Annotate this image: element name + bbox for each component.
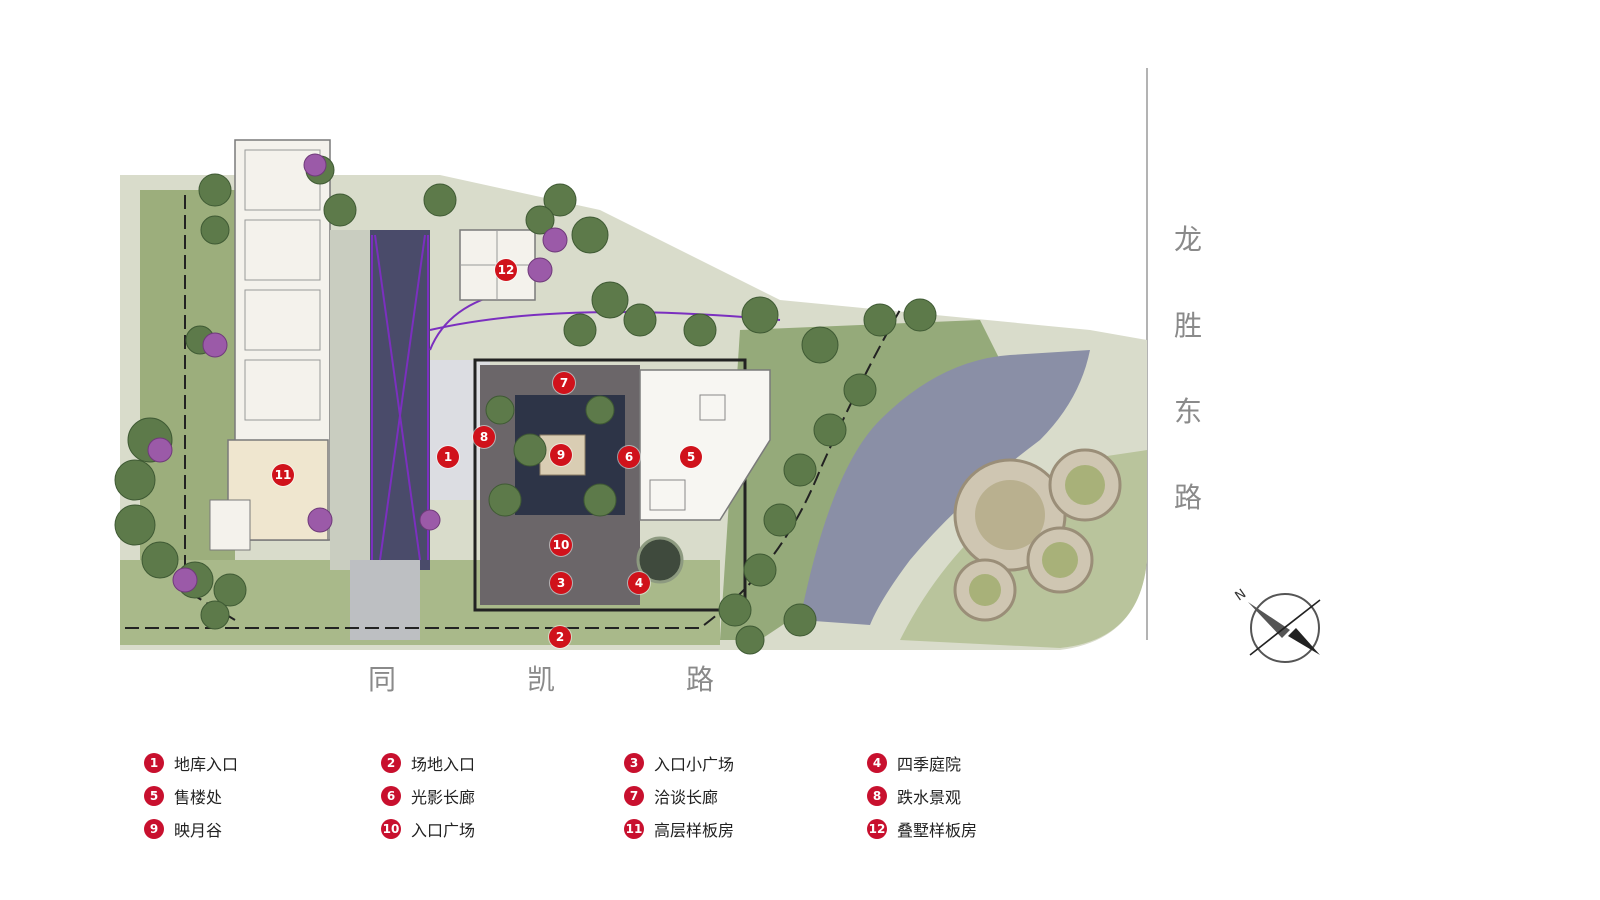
road-char: 胜 — [1174, 309, 1203, 342]
basement-ramp — [370, 230, 430, 570]
legend-label: 入口小广场 — [654, 755, 735, 774]
legend-item: 4 四季庭院 — [867, 751, 961, 775]
legend-label: 叠墅样板房 — [897, 821, 978, 840]
legend-item: 10 入口广场 — [381, 817, 475, 841]
map-marker-12[interactable]: 12 — [495, 259, 517, 281]
map-marker-11[interactable]: 11 — [272, 464, 294, 486]
legend-item: 3 入口小广场 — [624, 751, 734, 775]
legend-label: 光影长廊 — [411, 788, 476, 807]
entry-road — [350, 560, 420, 640]
legend-badge: 10 — [381, 819, 401, 839]
road-char: 同 — [368, 663, 397, 696]
legend-item: 12 叠墅样板房 — [867, 817, 977, 841]
legend-label: 四季庭院 — [897, 755, 962, 774]
sales-office-building — [639, 369, 771, 521]
paved-strip — [330, 230, 370, 570]
compass-icon — [1248, 593, 1321, 663]
map-marker-5[interactable]: 5 — [680, 446, 702, 468]
map-marker-9[interactable]: 9 — [550, 444, 572, 466]
legend-badge: 4 — [867, 753, 887, 773]
map-marker-4[interactable]: 4 — [628, 572, 650, 594]
trees — [114, 155, 937, 655]
legend-badge: 6 — [381, 786, 401, 806]
legend-label: 场地入口 — [411, 755, 476, 774]
legend-badge: 11 — [624, 819, 644, 839]
road-char: 路 — [686, 663, 715, 696]
courtyard-frame — [473, 358, 747, 612]
map-marker-6[interactable]: 6 — [618, 446, 640, 468]
legend-badge: 1 — [144, 753, 164, 773]
legend-badge: 2 — [381, 753, 401, 773]
legend-item: 2 场地入口 — [381, 751, 475, 775]
legend-item: 8 跌水景观 — [867, 784, 961, 808]
map-marker-1[interactable]: 1 — [437, 446, 459, 468]
ring-plaza — [953, 448, 1122, 622]
legend-badge: 12 — [867, 819, 887, 839]
legend-badge: 5 — [144, 786, 164, 806]
four-seasons-fountain — [636, 536, 684, 584]
legend-item: 5 售楼处 — [144, 784, 222, 808]
legend-label: 地库入口 — [174, 755, 239, 774]
legend-badge: 3 — [624, 753, 644, 773]
road-char: 龙 — [1174, 223, 1203, 256]
legend-label: 洽谈长廊 — [654, 788, 719, 807]
legend-badge: 9 — [144, 819, 164, 839]
legend-badge: 7 — [624, 786, 644, 806]
road-char: 东 — [1174, 395, 1203, 428]
map-marker-8[interactable]: 8 — [473, 426, 495, 448]
legend-label: 入口广场 — [411, 821, 476, 840]
legend-item: 9 映月谷 — [144, 817, 222, 841]
legend-label: 高层样板房 — [654, 821, 735, 840]
map-marker-3[interactable]: 3 — [550, 572, 572, 594]
map-marker-10[interactable]: 10 — [550, 534, 572, 556]
purple-trees — [147, 153, 568, 593]
map-marker-7[interactable]: 7 — [553, 372, 575, 394]
road-char: 凯 — [527, 663, 556, 696]
legend-item: 6 光影长廊 — [381, 784, 475, 808]
legend-item: 7 洽谈长廊 — [624, 784, 718, 808]
legend-badge: 8 — [867, 786, 887, 806]
map-marker-2[interactable]: 2 — [549, 626, 571, 648]
legend-item: 11 高层样板房 — [624, 817, 734, 841]
road-char: 路 — [1174, 481, 1203, 514]
legend-label: 映月谷 — [174, 821, 223, 840]
legend-item: 1 地库入口 — [144, 751, 238, 775]
lake — [800, 350, 1090, 625]
legend-label: 售楼处 — [174, 788, 223, 807]
highrise-model-building — [209, 139, 331, 551]
legend-label: 跌水景观 — [897, 788, 962, 807]
